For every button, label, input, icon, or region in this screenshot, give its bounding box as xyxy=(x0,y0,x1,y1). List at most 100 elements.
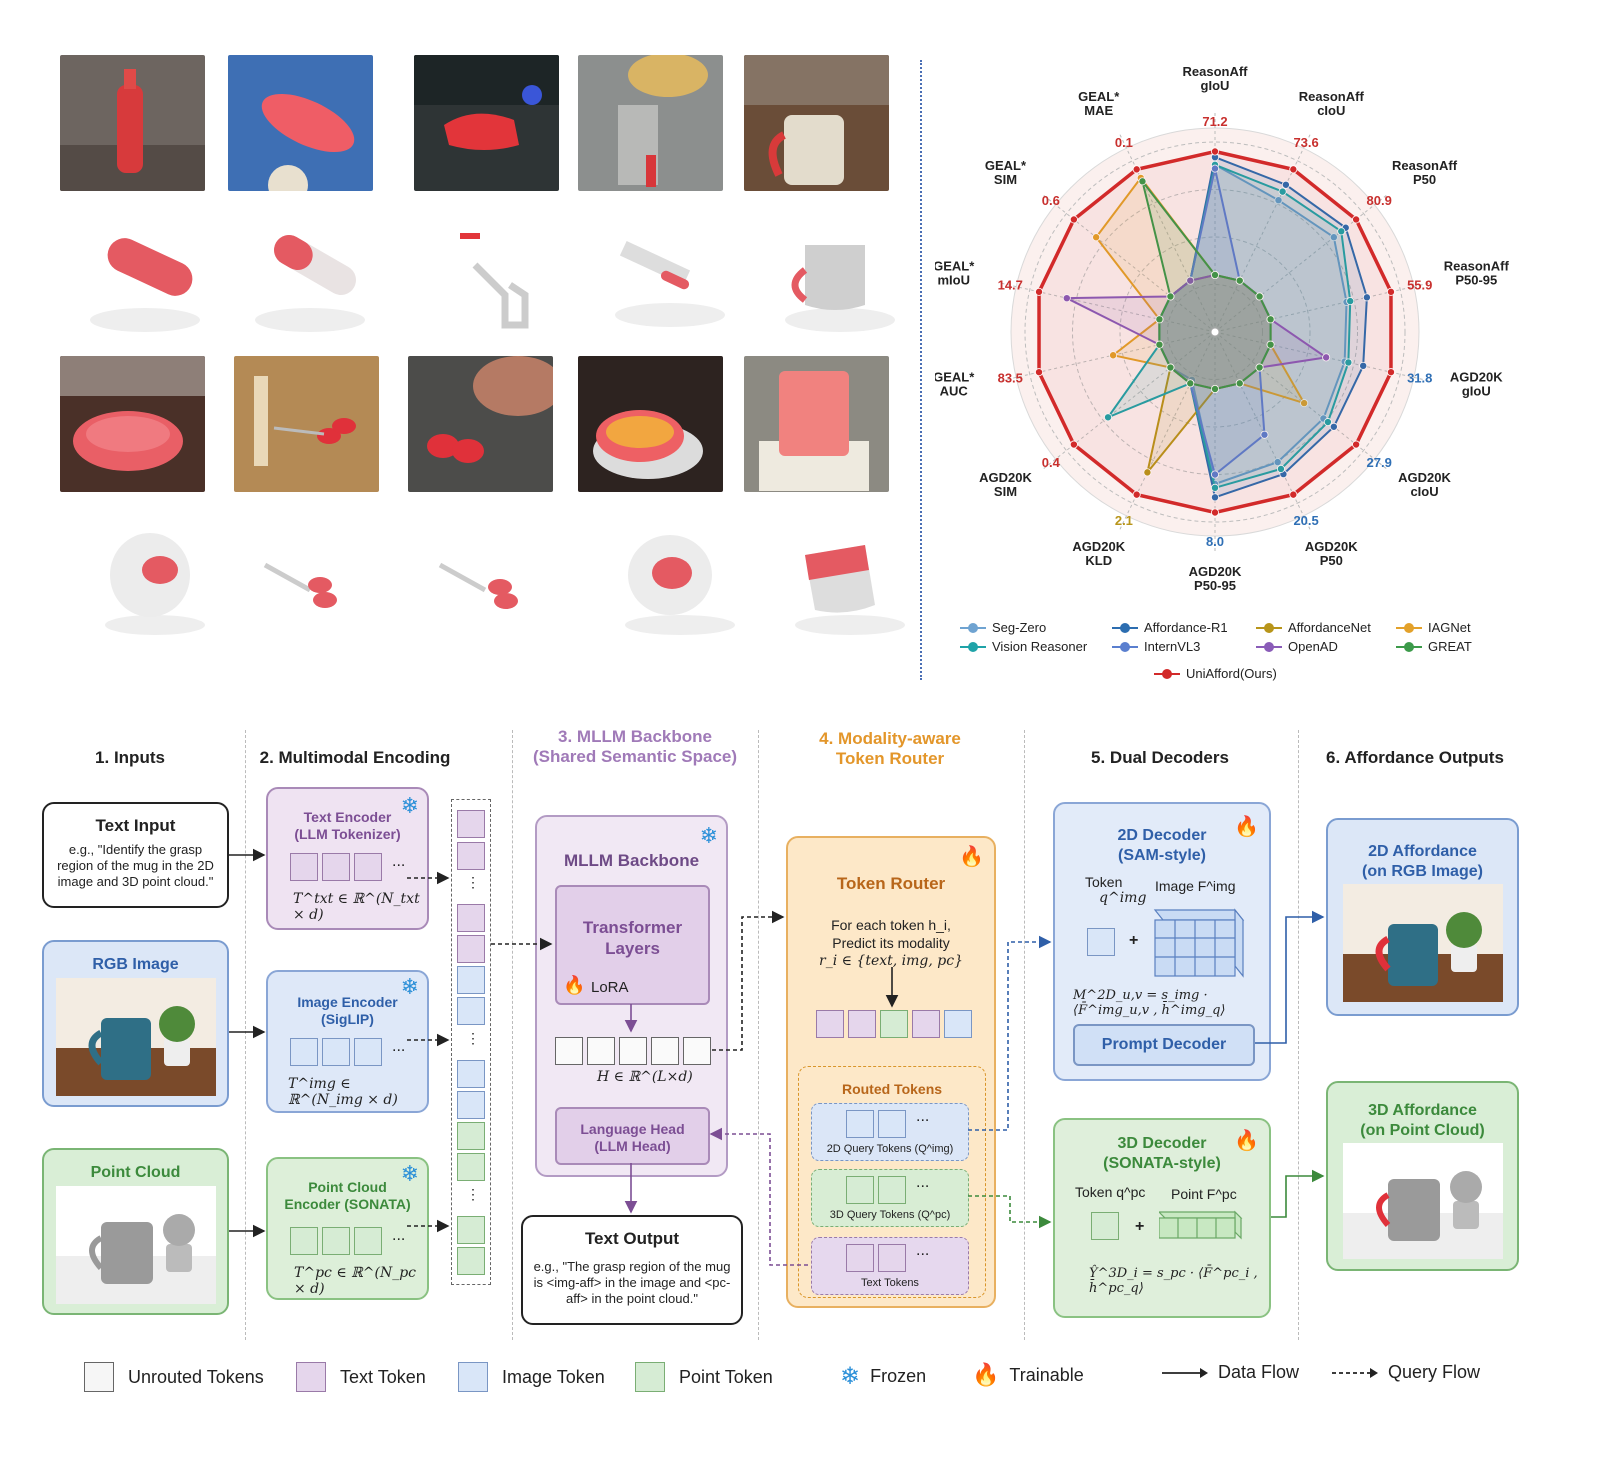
radar-point xyxy=(1186,276,1195,285)
text-token xyxy=(322,853,350,881)
radar-axis-label: GEAL*SIM xyxy=(985,158,1027,187)
radar-value-label: 2.1 xyxy=(1115,513,1133,528)
section-divider xyxy=(920,60,922,680)
stage-divider xyxy=(758,730,759,1340)
text-token xyxy=(816,1010,844,1038)
legend-frozen: ❄Frozen xyxy=(840,1363,927,1390)
photo-glasses xyxy=(414,55,559,191)
snowflake-icon: ❄ xyxy=(400,793,419,818)
unrouted-token xyxy=(683,1037,711,1065)
text-input-box: Text Input e.g., "Identify the grasp reg… xyxy=(42,802,229,908)
routed-tokens-group: Routed Tokens ... 2D Query Tokens (Q^img… xyxy=(798,1066,986,1298)
photo-bag xyxy=(228,55,373,191)
prompt-decoder-button: Prompt Decoder xyxy=(1073,1024,1255,1066)
radar-point xyxy=(1344,358,1353,367)
radar-axis xyxy=(1214,133,1311,333)
language-head-title: Language Head(LLM Head) xyxy=(580,1121,685,1154)
output-3d-box: 3D Affordance(on Point Cloud) xyxy=(1326,1081,1519,1271)
router-title: Token Router xyxy=(836,874,946,893)
radar-point xyxy=(1359,361,1368,370)
radar-point xyxy=(1155,315,1164,324)
photo-scissors-table xyxy=(234,356,379,492)
rgb-image-title: RGB Image xyxy=(92,956,179,973)
radar-value-label: 0.4 xyxy=(1042,455,1061,470)
radar-axis xyxy=(1000,282,1216,333)
ellipsis: ... xyxy=(392,1038,406,1055)
language-head-box: Language Head(LLM Head) xyxy=(555,1107,710,1165)
radar-point xyxy=(1210,384,1219,393)
radar-point xyxy=(1143,468,1152,477)
text-token xyxy=(457,935,485,963)
radar-value-label: 27.9 xyxy=(1367,455,1392,470)
decoder-2d-token-symbol: q^img xyxy=(1099,890,1147,906)
radar-point xyxy=(1346,297,1355,306)
decoder-3d-title: 3D Decoder(SONATA-style) xyxy=(1103,1135,1221,1172)
radar-axis xyxy=(1214,194,1388,333)
ellipsis: ... xyxy=(392,853,406,870)
point-cloud-box: Point Cloud xyxy=(42,1148,229,1315)
point-token xyxy=(880,1010,908,1038)
stage-divider xyxy=(245,730,246,1340)
flame-icon: 🔥 xyxy=(563,975,586,995)
pointcloud-mug-2 xyxy=(780,525,925,645)
rgb-image-box: RGB Image xyxy=(42,940,229,1107)
image-token xyxy=(846,1110,874,1138)
image-token xyxy=(457,1091,485,1119)
point-token xyxy=(457,1153,485,1181)
query-3d-group: ... 3D Query Tokens (Q^pc) xyxy=(811,1169,969,1227)
unrouted-token xyxy=(651,1037,679,1065)
photo-bowl xyxy=(60,356,205,492)
text-output-box: Text Output e.g., "The grasp region of t… xyxy=(521,1215,743,1325)
radar-value-label: 0.1 xyxy=(1115,135,1133,150)
rgb-mug-image xyxy=(56,978,216,1096)
image-token xyxy=(457,966,485,994)
point-token xyxy=(354,1227,382,1255)
text-token xyxy=(878,1244,906,1272)
radar-point xyxy=(1210,147,1219,156)
text-output-example: e.g., "The grasp region of the mug is <i… xyxy=(533,1259,731,1306)
photo-bowl-eggs xyxy=(578,356,723,492)
radar-point xyxy=(1352,440,1361,449)
decoder-2d-title: 2D Decoder(SAM-style) xyxy=(1117,827,1207,864)
decoder-2d-math: M^2D_u,v = s_img · ⟨F̄^img_u,v , h̄^img_… xyxy=(1073,988,1226,1018)
radar-point xyxy=(1300,399,1309,408)
token-sequence xyxy=(451,799,491,1285)
radar-point xyxy=(1104,413,1113,422)
snowflake-icon: ❄ xyxy=(400,974,419,999)
photo-bottle xyxy=(60,55,205,191)
radar-point xyxy=(1289,490,1298,499)
legend-item: UniAfford(Ours) xyxy=(1154,666,1277,681)
radar-axis xyxy=(1214,331,1430,382)
stage-title-inputs: 1. Inputs xyxy=(95,748,165,767)
text-token xyxy=(846,1244,874,1272)
lora-label: LoRA xyxy=(591,979,629,996)
output-2d-image xyxy=(1343,884,1503,1002)
unrouted-token xyxy=(587,1037,615,1065)
radar-point xyxy=(1255,292,1264,301)
radar-value-label: 55.9 xyxy=(1407,277,1432,292)
radar-point xyxy=(1276,464,1285,473)
radar-gridline xyxy=(1072,189,1358,475)
output-3d-title: 3D Affordance(on Point Cloud) xyxy=(1360,1102,1485,1139)
radar-point xyxy=(1278,187,1287,196)
output-3d-image xyxy=(1343,1143,1503,1259)
point-token xyxy=(878,1176,906,1204)
radar-point xyxy=(1062,294,1071,303)
text-token xyxy=(290,853,318,881)
radar-center xyxy=(1210,327,1220,337)
point-cloud-image xyxy=(56,1186,216,1304)
image-token xyxy=(944,1010,972,1038)
radar-point xyxy=(1210,470,1219,479)
photo-mug xyxy=(744,55,889,191)
radar-axis-label: GEAL*mIoU xyxy=(935,258,975,287)
image-token xyxy=(1087,928,1115,956)
stage-divider xyxy=(1298,730,1299,1340)
query-3d-label: 3D Query Tokens (Q^pc) xyxy=(829,1209,951,1221)
text-input-title: Text Input xyxy=(95,816,176,835)
ellipsis: ⋮ xyxy=(466,1030,480,1046)
